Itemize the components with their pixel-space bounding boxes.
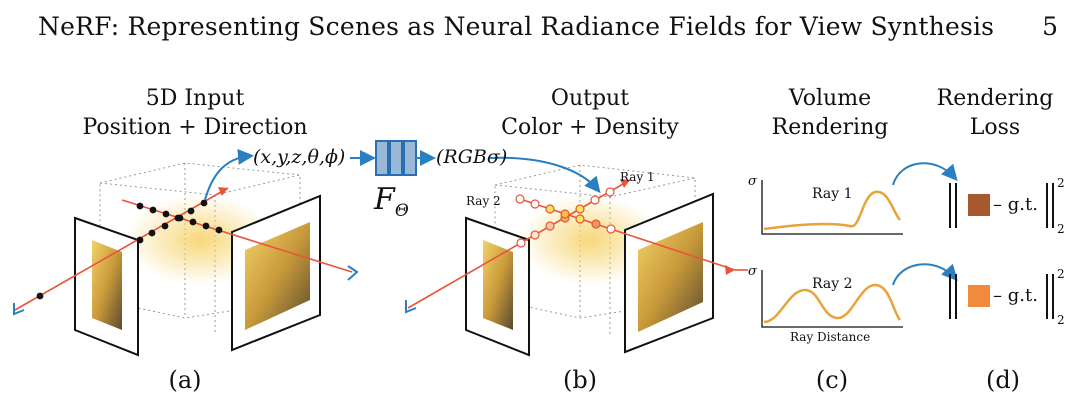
panel-d-caption: (d) bbox=[985, 366, 1021, 394]
network-label-subscript: Θ bbox=[394, 201, 409, 221]
panel-c-to-d-arrow-2 bbox=[892, 263, 958, 286]
panel-c-title-line2: Rendering bbox=[771, 115, 889, 140]
panel-c-axes-2 bbox=[761, 270, 903, 328]
panel-a-title-line2: Position + Direction bbox=[82, 115, 308, 140]
panel-c-title: Volume Rendering bbox=[745, 84, 915, 142]
panel-c-density-curve-2 bbox=[763, 283, 902, 324]
panel-d-title: Rendering Loss bbox=[920, 84, 1070, 142]
panel-c-ray-2-label: Ray 2 bbox=[812, 276, 853, 292]
panel-b-title: Output Color + Density bbox=[465, 84, 715, 142]
panel-b-right-image-plane bbox=[624, 192, 714, 354]
panel-a-camera-left-icon bbox=[13, 303, 25, 316]
panel-b-output-label: (RGBσ) bbox=[436, 146, 508, 168]
panel-a-right-image-plane bbox=[231, 194, 321, 352]
network-label-f: F bbox=[374, 182, 395, 217]
panel-d-sub-2: 2 bbox=[1057, 313, 1065, 327]
page-number: 5 bbox=[1042, 12, 1058, 41]
panel-a-scene bbox=[13, 148, 359, 357]
panel-b-sample-points bbox=[515, 187, 616, 248]
panel-a-camera-right-icon bbox=[347, 265, 359, 281]
network-icon bbox=[375, 140, 417, 176]
panel-c-axes-1 bbox=[761, 180, 903, 235]
panel-a-title: 5D Input Position + Direction bbox=[70, 84, 320, 142]
panel-d-swatch-2 bbox=[968, 285, 990, 307]
panel-c-caption: (c) bbox=[815, 366, 849, 394]
panel-c-to-d-arrow-1 bbox=[892, 162, 958, 186]
panel-a-input-label: (x,y,z,θ,ϕ) bbox=[253, 146, 346, 168]
panel-d-loss-2 bbox=[949, 274, 1054, 319]
panel-b-title-line2: Color + Density bbox=[501, 115, 679, 140]
panel-b-title-line1: Output bbox=[550, 86, 630, 111]
panel-c-title-line1: Volume bbox=[788, 86, 872, 111]
panel-a-title-line1: 5D Input bbox=[145, 86, 245, 111]
panel-a-sample-points bbox=[36, 199, 223, 300]
panel-b-scene bbox=[405, 156, 736, 357]
panel-d-sub-1: 2 bbox=[1057, 222, 1065, 236]
panel-d-swatch-1 bbox=[968, 194, 990, 216]
panel-d-title-line2: Loss bbox=[969, 115, 1021, 140]
panel-d-gt-label-2: – g.t. bbox=[993, 285, 1038, 306]
panel-b-ray-2-label: Ray 2 bbox=[466, 194, 501, 208]
panel-c-plot-ray-2 bbox=[761, 270, 903, 328]
panel-c-xlabel: Ray Distance bbox=[790, 330, 871, 344]
panel-a-input-arrow bbox=[204, 148, 254, 201]
panel-b-output-arrow bbox=[489, 156, 601, 194]
panel-b-caption: (b) bbox=[562, 366, 598, 394]
panel-b-camera-left-icon bbox=[405, 300, 417, 314]
panel-c-ray-1-label: Ray 1 bbox=[812, 186, 853, 202]
network-label: FΘ bbox=[374, 182, 409, 221]
panel-c-density-curve-1 bbox=[763, 190, 902, 231]
panel-d-title-line1: Rendering bbox=[936, 86, 1054, 111]
panel-b-left-image-plane bbox=[465, 216, 530, 357]
running-head-title: NeRF: Representing Scenes as Neural Radi… bbox=[38, 12, 995, 41]
panel-a-caption: (a) bbox=[168, 366, 202, 394]
panel-c-sigma-label-1: σ bbox=[748, 174, 757, 189]
panel-a-ray-2 bbox=[121, 199, 353, 273]
panel-c-plot-ray-1 bbox=[761, 180, 903, 235]
panel-b-ray-1-label: Ray 1 bbox=[620, 170, 655, 184]
panel-c-sigma-label-2: σ bbox=[748, 264, 757, 279]
panel-d-gt-label-1: – g.t. bbox=[993, 194, 1038, 215]
panel-d-sup-1: 2 bbox=[1057, 176, 1065, 190]
panel-d-loss-1 bbox=[949, 183, 1054, 228]
panel-a-left-image-plane bbox=[74, 216, 139, 357]
panel-d-sup-2: 2 bbox=[1057, 267, 1065, 281]
